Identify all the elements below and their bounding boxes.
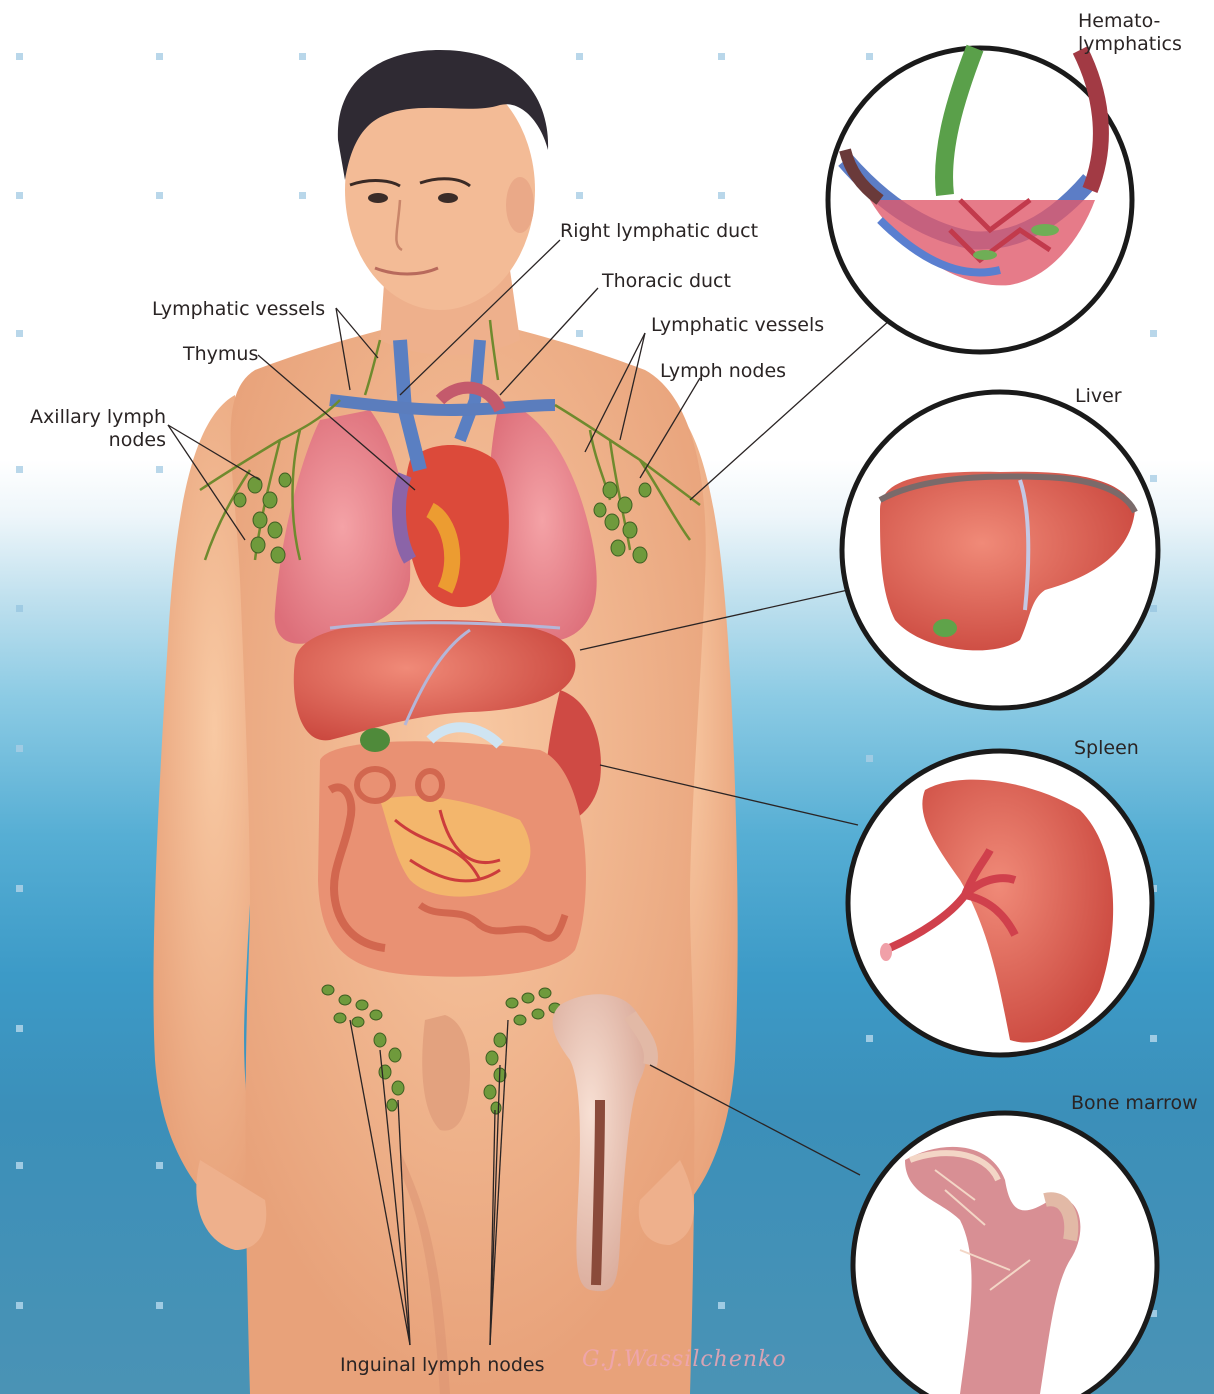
label-inguinal-lymph-nodes: Inguinal lymph nodes (340, 1354, 545, 1377)
label-axillary-line1: Axillary lymph (10, 406, 166, 429)
intestines (318, 727, 586, 976)
artist-signature: G.J.Wassilchenko (582, 1347, 787, 1372)
label-lymph-nodes: Lymph nodes (660, 360, 786, 383)
label-right-lymphatic-duct: Right lymphatic duct (560, 220, 758, 243)
label-axillary-line2: nodes (10, 429, 166, 452)
label-hemato-line1: Hemato- (1078, 10, 1182, 33)
label-hemato-line2: lymphatics (1078, 33, 1182, 56)
label-bone-marrow: Bone marrow (1071, 1092, 1198, 1115)
bone-marrow-inset (853, 1113, 1157, 1394)
label-lymphatic-vessels-right: Lymphatic vessels (651, 314, 824, 337)
spleen-inset (848, 751, 1152, 1055)
label-axillary-lymph-nodes: Axillary lymph nodes (10, 406, 166, 452)
liver-inset (842, 392, 1158, 708)
label-hemato-lymphatics: Hemato- lymphatics (1078, 10, 1182, 56)
label-thoracic-duct: Thoracic duct (602, 270, 731, 293)
label-lymphatic-vessels-left: Lymphatic vessels (152, 298, 325, 321)
hemato-lymphatics-inset (828, 48, 1132, 352)
label-thymus: Thymus (183, 343, 258, 366)
label-liver: Liver (1075, 385, 1122, 408)
label-spleen: Spleen (1074, 737, 1139, 760)
human-body (153, 50, 737, 1394)
